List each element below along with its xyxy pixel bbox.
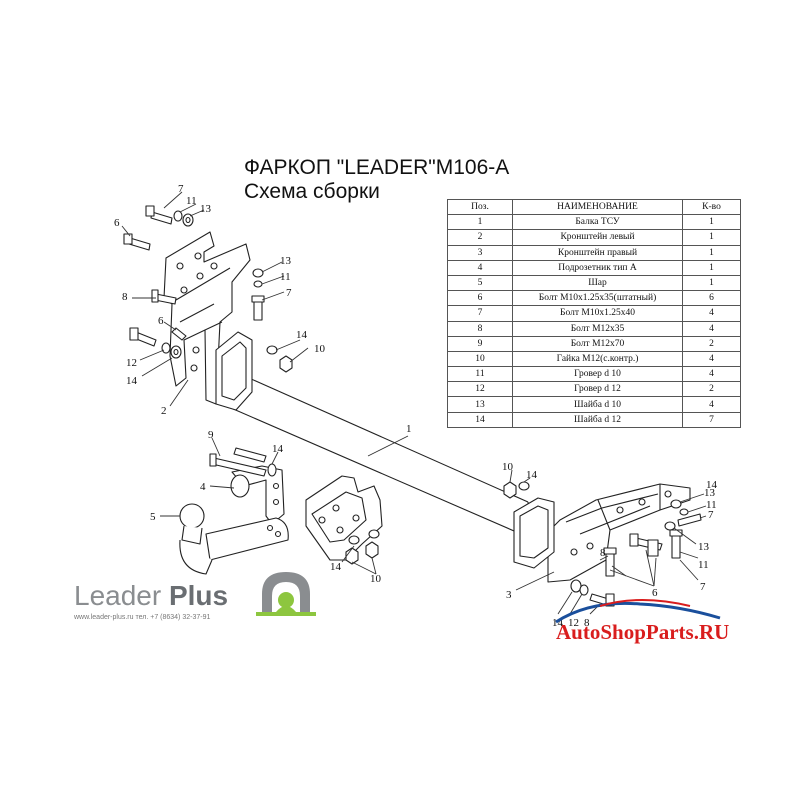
right-bracket <box>547 483 691 583</box>
brand-name-bold: Plus <box>168 580 229 611</box>
washer-13-left-mid <box>252 268 264 278</box>
bolt-7-left-mid <box>251 295 265 321</box>
callout-13c: 13 <box>704 487 716 499</box>
washer-13-right <box>670 499 682 509</box>
title-product: ФАРКОП "LEADER"M106-A <box>244 156 510 179</box>
callout-7a: 7 <box>178 183 184 195</box>
callout-8a: 8 <box>122 291 128 303</box>
nut-10-center-b <box>365 541 379 559</box>
callout-12b: 12 <box>568 617 579 629</box>
callout-14g: 14 <box>706 479 718 491</box>
bolt-6-left-mid <box>171 327 187 341</box>
bolt-7-right-low <box>669 529 683 559</box>
washer-12-left <box>161 342 171 354</box>
bolt-6-right-a <box>603 547 617 577</box>
leader-lines <box>121 191 707 615</box>
nut-10-left <box>279 355 293 373</box>
right-end-plate <box>513 497 555 569</box>
callout-7b: 7 <box>286 287 292 299</box>
cell-qty: 7 <box>682 411 741 428</box>
title-subtitle: Схема сборки <box>244 180 380 203</box>
washer-13-left-top <box>182 213 194 227</box>
callout-14b: 14 <box>296 329 308 341</box>
callout-10c: 10 <box>502 461 514 473</box>
watermark-car-icon <box>555 599 721 624</box>
callout-14d: 14 <box>330 561 342 573</box>
callout-13a: 13 <box>200 203 212 215</box>
callout-7d: 7 <box>700 581 706 593</box>
washer-14-left-b <box>266 345 278 355</box>
callout-4: 4 <box>200 481 206 493</box>
callout-11b: 11 <box>280 271 291 283</box>
washer-12-right <box>579 584 589 596</box>
callout-3: 3 <box>506 589 512 601</box>
callout-8c: 8 <box>584 617 590 629</box>
diagram-title: ФАРКОП "LEADER"M106-A Схема сборки <box>244 156 509 204</box>
bolt-8-left-low <box>129 327 157 347</box>
table-header-row: Поз. НАИМЕНОВАНИЕ К-во <box>447 198 741 216</box>
callout-7c: 7 <box>708 509 714 521</box>
callout-12a: 12 <box>126 357 137 369</box>
callout-13d: 13 <box>698 541 710 553</box>
callout-14f: 14 <box>552 617 564 629</box>
callout-numbers: 1 2 3 4 5 6 6 6 7 7 7 7 8 8 8 9 10 10 10… <box>114 183 718 629</box>
callout-10b: 10 <box>370 573 382 585</box>
callout-11c: 11 <box>706 499 717 511</box>
callout-14c: 14 <box>272 443 284 455</box>
bolt-6-right-c <box>647 539 659 557</box>
leader-plus-logo-mark <box>256 572 316 616</box>
callout-6a: 6 <box>114 217 120 229</box>
bolt-7-left-top <box>145 205 173 225</box>
callout-6c: 6 <box>652 587 658 599</box>
tow-ball <box>179 503 289 575</box>
washer-11-right <box>679 508 689 516</box>
bolt-6-left-top <box>123 233 151 251</box>
brand-name-light: Leader <box>74 580 162 611</box>
washer-14-right-top <box>518 481 530 491</box>
washer-14-center <box>348 535 360 545</box>
callout-13b: 13 <box>280 255 292 267</box>
callout-5: 5 <box>150 511 156 523</box>
left-end-plate <box>215 331 253 411</box>
callout-11d: 11 <box>698 559 709 571</box>
bolt-9-a <box>209 453 267 477</box>
washer-11-left-mid <box>253 280 263 288</box>
callout-10a: 10 <box>314 343 326 355</box>
callout-14a: 14 <box>126 375 138 387</box>
callout-11a: 11 <box>186 195 197 207</box>
brand-wordmark: Leader Plus <box>74 580 228 612</box>
washer-14-left <box>170 345 182 359</box>
washer-14-socket <box>267 463 277 477</box>
washer-13-right-b <box>664 521 676 531</box>
callout-8b: 8 <box>600 547 606 559</box>
nut-10-right <box>503 481 517 499</box>
washer-11-left-top <box>173 210 183 222</box>
cell-qty: 1 <box>682 274 741 292</box>
callout-6b: 6 <box>158 315 164 327</box>
hitch-bracket <box>305 475 383 561</box>
washer-14-center-b <box>368 529 380 539</box>
bolt-7-right-top <box>677 513 702 527</box>
watermark-text: AutoShopParts.RU <box>556 620 730 644</box>
bolt-9-b <box>233 447 267 463</box>
callout-9: 9 <box>208 429 214 441</box>
brand-contact: www.leader-plus.ru тел. +7 (8634) 32-37-… <box>74 614 211 621</box>
callout-14e: 14 <box>526 469 538 481</box>
nut-10-center-a <box>345 547 359 565</box>
callout-1: 1 <box>406 423 412 435</box>
callout-2: 2 <box>161 405 167 417</box>
